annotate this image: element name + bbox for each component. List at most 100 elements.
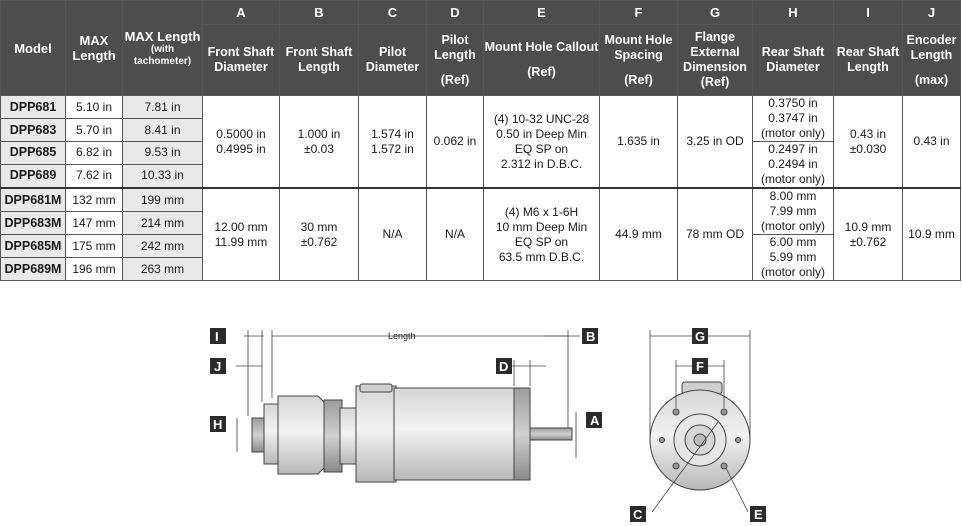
label-e: E [750, 506, 766, 522]
imperial-rear-shaft-length: 0.43 in ±0.030 [833, 95, 903, 189]
label-b: B [582, 328, 598, 344]
metric-mount-hole-spacing: 44.9 mm [599, 187, 678, 281]
table-cell-max-length: 132 mm [65, 187, 123, 212]
imperial-front-shaft-diameter: 0.5000 in 0.4995 in [202, 95, 280, 189]
mount-hole [720, 462, 728, 470]
table-cell-max-length-tach: 10.33 in [122, 163, 203, 189]
table-cell-max-length-tach: 199 mm [122, 187, 203, 212]
length-label: Length [388, 331, 416, 341]
svg-text:B: B [586, 329, 595, 344]
table-cell-model: DPP683 [0, 118, 66, 142]
table-cell-max-length: 196 mm [65, 257, 123, 281]
metric-encoder-length: 10.9 mm [902, 187, 961, 281]
motor-side-view [251, 383, 573, 483]
header-rear-shaft-length: Rear Shaft Length [833, 24, 903, 96]
svg-text:A: A [590, 413, 600, 428]
label-i: I [210, 328, 226, 344]
header-max-length-tach: MAX Length (with tachometer) [122, 0, 203, 96]
leader-e [725, 467, 749, 513]
header-pilot-diameter: Pilot Diameter [358, 24, 427, 96]
metric-front-shaft-length: 30 mm ±0.762 [279, 187, 359, 281]
table-cell-model: DPP681 [0, 95, 66, 119]
imperial-rear-shaft-diameter-b: 0.2497 in 0.2494 in (motor only) [752, 141, 834, 189]
table-cell-max-length-tach: 242 mm [122, 234, 203, 258]
header-flange-external: Flange External Dimension(Ref) [677, 24, 753, 96]
header-front-shaft-length: Front Shaft Length [279, 24, 359, 96]
label-a: A [586, 412, 602, 428]
imperial-rear-shaft-diameter-a: 0.3750 in 0.3747 in (motor only) [752, 95, 834, 142]
header-front-shaft-diameter: Front Shaft Diameter [202, 24, 280, 96]
mount-hole [720, 408, 728, 416]
label-j: J [210, 358, 226, 374]
header-mount-hole-callout: Mount Hole Callout(Ref) [483, 24, 600, 96]
mount-hole [672, 462, 680, 470]
header-letter-e: E [483, 0, 600, 25]
imperial-flange-external: 3.25 in OD [677, 95, 753, 189]
label-g: G [692, 328, 708, 344]
rear-collar [339, 407, 359, 465]
svg-text:H: H [213, 417, 222, 432]
header-max-length-tach-main: MAX Length [124, 28, 201, 44]
motor-rear-flange [355, 385, 397, 483]
header-letter-i: I [833, 0, 903, 25]
metric-mount-hole-callout: (4) M6 x 1-6H 10 mm Deep Min EQ SP on 63… [483, 187, 600, 281]
table-cell-model: DPP681M [0, 187, 66, 212]
metric-rear-shaft-diameter-a: 8.00 mm 7.99 mm (motor only) [752, 187, 834, 235]
header-model: Model [0, 0, 66, 96]
svg-text:E: E [754, 507, 763, 522]
svg-text:C: C [633, 507, 643, 522]
table-cell-model: DPP683M [0, 211, 66, 235]
front-flange [513, 387, 531, 481]
spec-table: Model MAX Length MAX Length (with tachom… [0, 0, 961, 281]
header-encoder-length: Encoder Length(max) [902, 24, 961, 96]
header-letter-h: H [752, 0, 834, 25]
table-cell-model: DPP689 [0, 163, 66, 189]
leader-c [651, 421, 719, 513]
table-cell-model: DPP685M [0, 234, 66, 258]
imperial-encoder-length: 0.43 in [902, 95, 961, 189]
imperial-pilot-length: 0.062 in [426, 95, 484, 189]
encoder-cap [263, 403, 279, 465]
header-mount-hole-spacing: Mount Hole Spacing(Ref) [599, 24, 678, 96]
header-rear-shaft-diameter: Rear Shaft Diameter [752, 24, 834, 96]
header-letter-c: C [358, 0, 427, 25]
metric-pilot-diameter: N/A [358, 187, 427, 281]
imperial-front-shaft-length: 1.000 in ±0.03 [279, 95, 359, 189]
flange-hole [735, 437, 741, 443]
header-letter-b: B [279, 0, 359, 25]
svg-text:J: J [214, 359, 221, 374]
table-cell-max-length: 175 mm [65, 234, 123, 258]
header-letter-g: G [677, 0, 753, 25]
shaft-circle [693, 433, 707, 447]
table-cell-max-length: 5.70 in [65, 118, 123, 142]
table-cell-max-length-tach: 9.53 in [122, 141, 203, 165]
table-cell-max-length: 5.10 in [65, 95, 123, 119]
motor-drawings: Length I J H D B A G F C E [210, 328, 766, 522]
label-h: H [210, 416, 226, 432]
terminal-block [359, 383, 393, 393]
svg-text:G: G [695, 329, 705, 344]
dimension-lines [236, 330, 580, 458]
table-cell-max-length-tach: 214 mm [122, 211, 203, 235]
table-cell-model: DPP685 [0, 141, 66, 165]
header-letter-d: D [426, 0, 484, 25]
svg-text:I: I [215, 329, 219, 344]
imperial-mount-hole-spacing: 1.635 in [599, 95, 678, 189]
header-max-length: MAX Length [65, 0, 123, 96]
header-max-length-tach-sub: (with tachometer) [133, 43, 192, 67]
imperial-mount-hole-callout: (4) 10-32 UNC-28 0.50 in Deep Min EQ SP … [483, 95, 600, 189]
table-cell-max-length: 147 mm [65, 211, 123, 235]
label-f: F [692, 358, 708, 374]
mount-hole [672, 408, 680, 416]
header-letter-j: J [902, 0, 961, 25]
svg-text:D: D [499, 359, 508, 374]
metric-rear-shaft-diameter-b: 6.00 mm 5.99 mm (motor only) [752, 234, 834, 281]
label-c: C [630, 506, 646, 522]
svg-text:F: F [696, 359, 704, 374]
front-shaft [529, 427, 573, 441]
encoder-housing [277, 395, 327, 475]
table-cell-max-length: 7.62 in [65, 163, 123, 189]
table-cell-model: DPP689M [0, 257, 66, 281]
table-cell-max-length-tach: 7.81 in [122, 95, 203, 119]
imperial-pilot-diameter: 1.574 in 1.572 in [358, 95, 427, 189]
